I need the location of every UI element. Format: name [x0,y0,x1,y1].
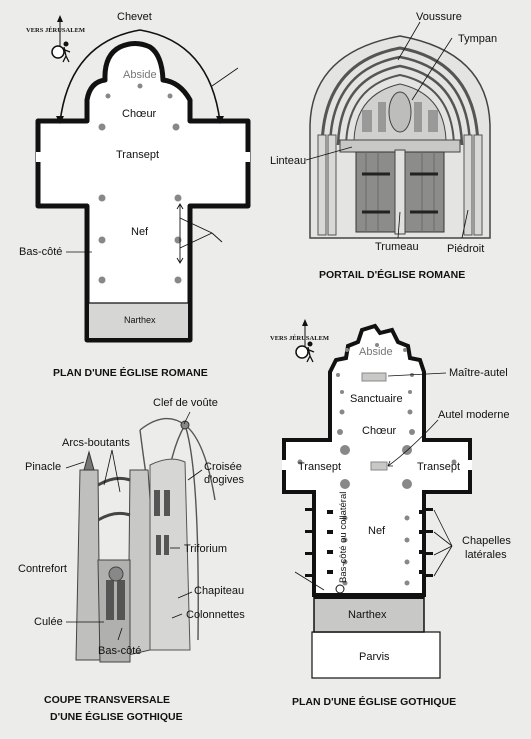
triforium-label: Triforium [184,543,227,555]
gothic-abside-label: Abside [359,346,393,358]
gothic-bas-cote-label: Bas-côté [98,645,141,657]
portal-caption: PORTAIL D'ÉGLISE ROMANE [319,268,465,281]
chevet-label: Chevet [117,11,152,23]
gothic-plan-caption: PLAN D'UNE ÉGLISE GOTHIQUE [292,695,456,708]
choeur-label: Chœur [122,108,157,120]
parvis-area [311,631,441,679]
autel-moderne-shape [370,461,388,471]
clef-label: Clef de voûte [153,397,218,409]
pilgrim-icon-gothic [295,319,315,363]
gothic-narthex-label: Narthex [348,609,387,621]
gothic-cross-section: Clef de voûte Arcs-boutants Pinacle Croi… [18,397,245,723]
transept-right-label: Transept [417,461,460,473]
contrefort-shape [75,469,101,661]
linteau-label: Linteau [270,155,306,167]
transept-left-label: Transept [298,461,341,473]
sanctuaire-label: Sanctuaire [350,393,403,405]
chevet-arc [59,29,221,123]
trumeau-label: Trumeau [375,241,419,253]
nef-label: Nef [131,226,149,238]
arcs-boutants-label: Arcs-boutants [62,437,130,449]
gothic-pillars [297,343,457,586]
piedroit-columns [317,134,483,236]
chapelles-buttresses [305,508,433,577]
pinacle-label: Pinacle [25,461,61,473]
colonnettes-label: Colonnettes [186,609,245,621]
maitre-autel-shape [361,372,387,382]
section-leaders [65,411,203,641]
romanesque-narthex [89,303,188,338]
gothic-nef-label: Nef [368,525,386,537]
romanesque-portal: Voussure Tympan Linteau Trumeau Piédroit… [270,11,497,281]
culee-label: Culée [34,616,63,628]
gothic-plan-leaders [294,372,453,591]
maitre-autel-label: Maître-autel [449,367,508,379]
gothic-walls [282,323,472,597]
romanesque-bas-cote-label: Bas-côté [19,246,62,258]
nef-height-arrows [176,203,223,264]
bas-cote-collateral-label: Bas-côté ou collatéral [338,492,349,583]
romanesque-narthex-label: Narthex [124,315,156,325]
pilgrim-icon [51,15,71,63]
gothic-choeur-label: Chœur [362,425,397,437]
piedroit-label: Piédroit [447,243,484,255]
parvis-label: Parvis [359,651,390,663]
croisee-label-2: d'ogives [204,474,245,486]
transept-label: Transept [116,149,159,161]
romanesque-orientation-label: VERS JÉRUSALEM [26,26,85,34]
contrefort-label: Contrefort [18,563,67,575]
romanesque-caption: PLAN D'UNE ÉGLISE ROMANE [53,366,208,379]
chapelles-label-1: Chapelles [462,535,511,547]
nave-wall [127,469,151,656]
section-caption-1: COUPE TRANSVERSALE [44,694,170,706]
gothic-narthex [313,593,425,633]
romanesque-walls [35,41,251,343]
tympan-label: Tympan [458,33,497,45]
section-caption-2: D'UNE ÉGLISE GOTHIQUE [50,710,183,723]
trumeau-shape [394,149,406,235]
flying-buttresses [97,476,131,522]
chapelles-label-2: latérales [465,549,507,561]
portal-leaders [305,21,469,239]
gothic-orientation-label: VERS JÉRUSALEM [270,334,329,342]
gothic-plan: VERS JÉRUSALEM Abside Maître-autel Sanct… [270,319,511,708]
voussure-label: Voussure [416,11,462,23]
pinacle-shape [83,450,95,471]
romanesque-plan: VERS JÉRUSALEM Chevet Abside Chœur Trans… [19,11,251,379]
autel-moderne-label: Autel moderne [438,409,510,421]
chapiteau-label: Chapiteau [194,585,244,597]
abside-label: Abside [123,69,157,81]
croisee-label-1: Croisée [204,461,242,473]
